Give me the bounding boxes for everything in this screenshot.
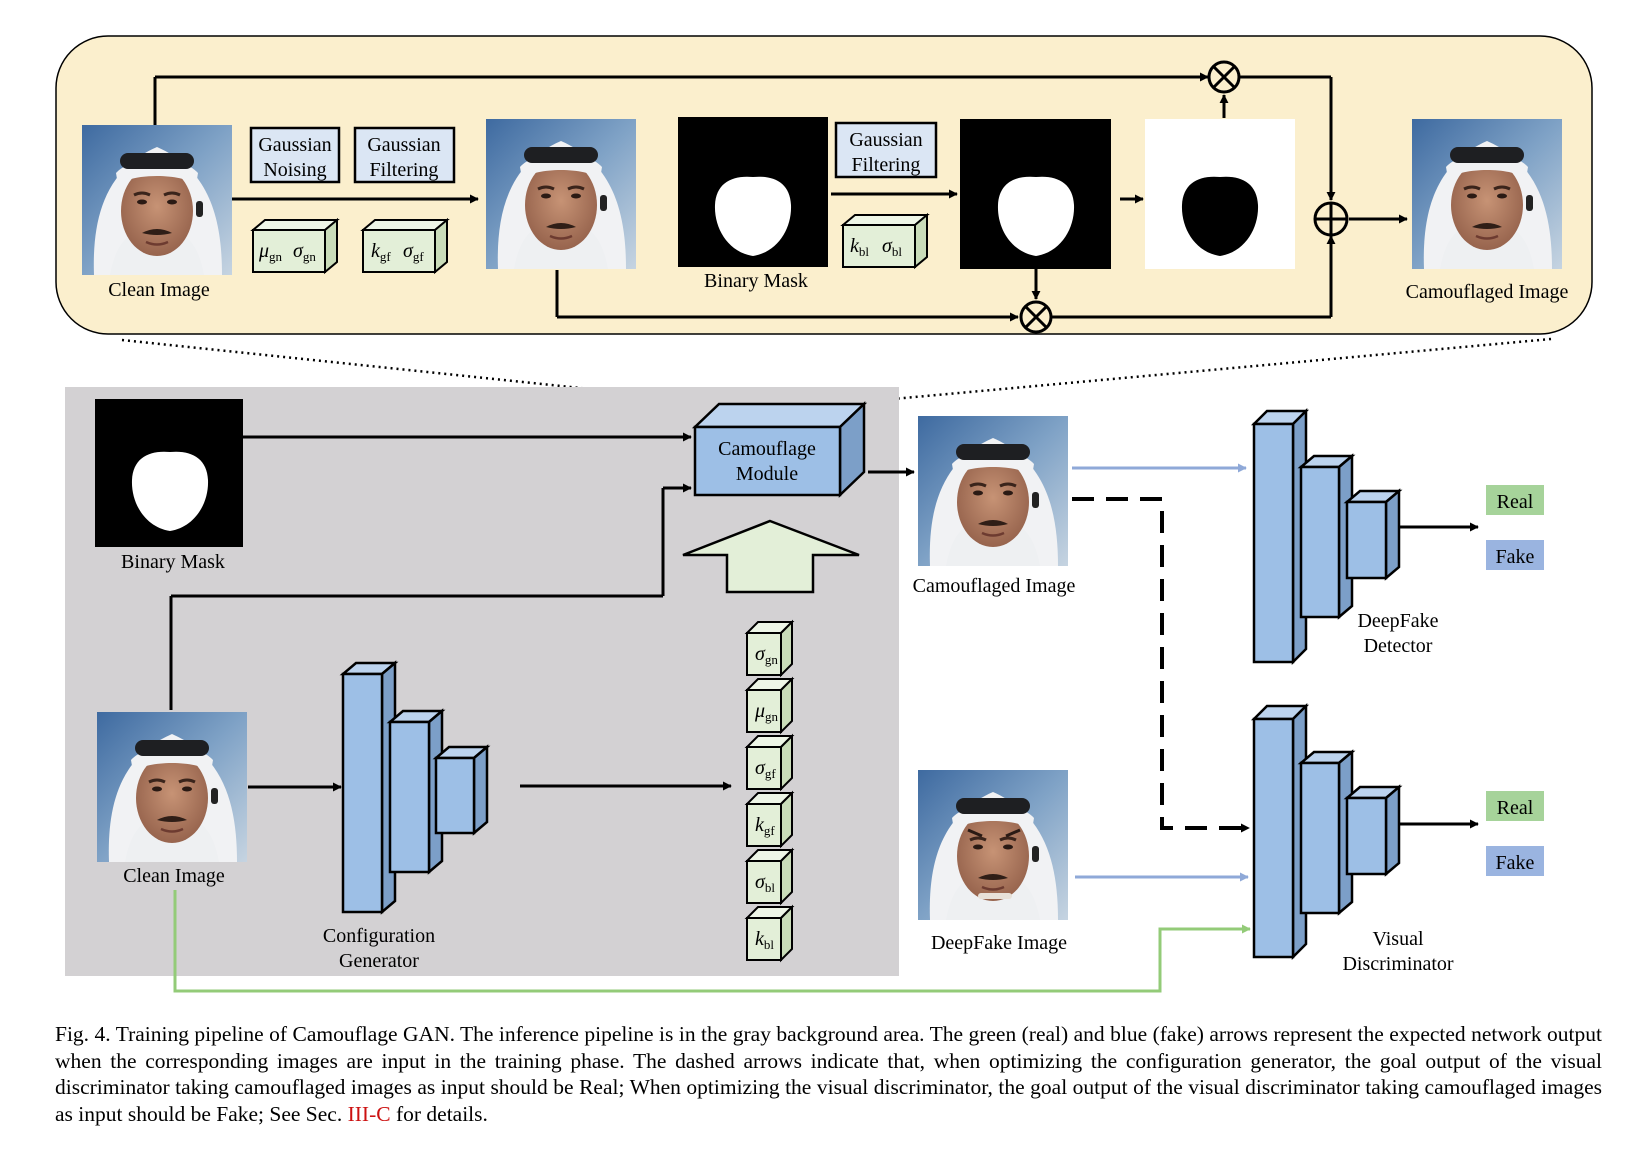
configuration-generator (339, 660, 491, 915)
svg-text:Gaussian: Gaussian (258, 134, 331, 156)
bottom-connections (169, 432, 1479, 993)
config-param-cube: σgf (744, 733, 795, 792)
config-param-cube: kgf (744, 790, 795, 849)
top-binary-mask (678, 117, 828, 267)
detail-connections (153, 72, 1408, 322)
multiply-icon-top (1207, 60, 1241, 94)
config-param-cube: σgn (744, 619, 795, 678)
config-param-symbol: σgf (755, 757, 776, 781)
svg-text:Noising: Noising (263, 159, 326, 181)
config-param-cube: μgn (744, 676, 795, 735)
svg-text:Fake: Fake (1496, 852, 1535, 874)
config-param-symbol: kgf (755, 814, 775, 838)
camouflage-module-detail: Clean Image Binary Mask Camouflaged Imag… (55, 35, 1593, 335)
svg-text:Real: Real (1497, 491, 1534, 513)
bottom-clean-image-label: Clean Image (123, 865, 225, 887)
deepfake-image-label: DeepFake Image (931, 932, 1067, 954)
svg-text:Gaussian: Gaussian (367, 134, 440, 156)
config-param-stack: σgn μgn σgf kgf σbl kbl (744, 619, 795, 963)
figure-caption: Fig. 4. Training pipeline of Camouflage … (55, 1021, 1602, 1127)
configuration-generator-label-line1: Configuration (323, 925, 435, 947)
discriminator-fake-output: Fake (1486, 846, 1544, 876)
deepfake-image (916, 768, 1070, 922)
config-param-symbol: μgn (754, 700, 779, 724)
top-clean-image-label: Clean Image (108, 279, 210, 301)
zoom-line-right (859, 337, 1552, 404)
config-param-cube: σbl (744, 847, 795, 906)
svg-text:Camouflage: Camouflage (718, 438, 816, 460)
svg-text:Module: Module (736, 463, 798, 485)
visual-discriminator-label-line2: Discriminator (1342, 953, 1453, 975)
visual-discriminator-label-line1: Visual (1372, 928, 1423, 950)
deepfake-detector (1250, 407, 1403, 666)
bottom-clean-image (95, 710, 249, 864)
gaussian-noising-box: Gaussian Noising (249, 126, 341, 184)
svg-text:Filtering: Filtering (370, 159, 439, 181)
caption-text-end: for details. (390, 1101, 488, 1126)
discriminator-real-output: Real (1486, 791, 1544, 821)
sigma-gn-symbol: σgn (293, 240, 316, 264)
caption-section-link[interactable]: III-C (347, 1101, 391, 1126)
inverted-mask (1145, 119, 1295, 269)
top-clean-image (80, 123, 234, 277)
svg-text:Fake: Fake (1496, 546, 1535, 568)
top-noised-filtered-image (484, 117, 638, 271)
config-feed-arrow-icon (682, 519, 860, 594)
multiply-icon-bottom (1019, 300, 1053, 334)
config-param-symbol: σgn (755, 643, 778, 667)
blurred-mask (960, 119, 1111, 269)
bottom-binary-mask (95, 399, 243, 547)
camouflage-module: Camouflage Module (691, 401, 868, 498)
mu-gn-symbol: μgn (258, 240, 283, 264)
sigma-gf-symbol: σgf (403, 240, 424, 264)
configuration-generator-label-line2: Generator (339, 950, 419, 972)
caption-text: Fig. 4. Training pipeline of Camouflage … (55, 1022, 1602, 1126)
deepfake-detector-label-line1: DeepFake (1357, 610, 1438, 632)
detector-real-output: Real (1486, 485, 1544, 515)
top-camouflaged-image (1410, 117, 1564, 271)
config-param-symbol: kbl (755, 928, 774, 952)
bottom-camouflaged-image-label: Camouflaged Image (913, 575, 1076, 597)
add-icon (1313, 201, 1349, 237)
mask-gaussian-filtering-box: Gaussian Filtering (834, 121, 938, 179)
filter-params-block: kgf σgf (360, 217, 450, 275)
blur-params-block: kbl σbl (840, 212, 930, 270)
k-bl-symbol: kbl (850, 235, 869, 259)
bottom-binary-mask-label: Binary Mask (121, 551, 225, 573)
k-gf-symbol: kgf (371, 240, 391, 264)
svg-text:Real: Real (1497, 797, 1534, 819)
noise-params-block: μgn σgn (250, 217, 340, 275)
top-camouflaged-image-label: Camouflaged Image (1406, 281, 1569, 303)
config-param-cube: kbl (744, 904, 795, 963)
deepfake-detector-label-line2: Detector (1364, 635, 1433, 657)
svg-text:Gaussian: Gaussian (849, 129, 922, 151)
config-param-symbol: σbl (755, 871, 775, 895)
detector-fake-output: Fake (1486, 540, 1544, 570)
svg-text:Filtering: Filtering (852, 154, 921, 176)
top-binary-mask-label: Binary Mask (704, 270, 808, 292)
bottom-camouflaged-image (916, 414, 1070, 568)
pipeline-figure: Clean Image Binary Mask Camouflaged Imag… (55, 35, 1593, 993)
visual-discriminator (1250, 702, 1403, 961)
gaussian-filtering-box: Gaussian Filtering (353, 126, 456, 184)
sigma-bl-symbol: σbl (882, 235, 902, 259)
